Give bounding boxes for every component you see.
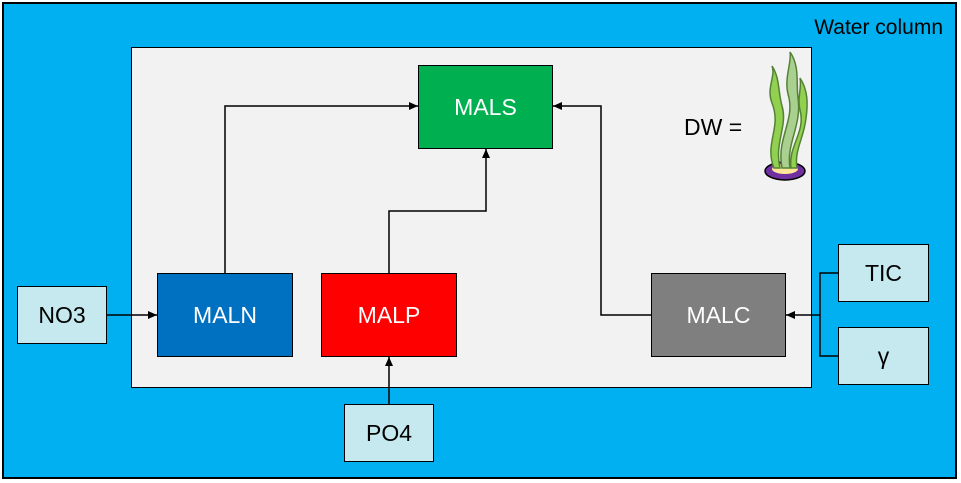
edge-malc-mals xyxy=(553,102,651,316)
node-maln: MALN xyxy=(157,273,293,357)
node-maln-label: MALN xyxy=(193,301,257,328)
node-malc-label: MALC xyxy=(686,301,751,328)
node-gamma-label: γ xyxy=(877,342,890,369)
node-malc: MALC xyxy=(651,273,786,357)
node-no3: NO3 xyxy=(17,286,107,344)
node-tic: TIC xyxy=(838,244,929,302)
node-malp-label: MALP xyxy=(357,301,421,328)
seagrass-icon xyxy=(764,51,808,181)
dw-label: DW = xyxy=(684,114,743,140)
node-gamma: γ xyxy=(838,327,929,385)
edge-tic-bracket xyxy=(819,272,838,357)
node-malp: MALP xyxy=(321,273,457,357)
water-column-label: Water column xyxy=(814,16,943,39)
node-po4-label: PO4 xyxy=(365,419,413,446)
node-no3-label: NO3 xyxy=(38,301,86,328)
node-mals-label: MALS xyxy=(454,93,517,120)
edge-malp-mals xyxy=(388,149,490,273)
node-po4: PO4 xyxy=(344,404,434,462)
node-tic-label: TIC xyxy=(864,259,903,286)
node-mals: MALS xyxy=(418,65,553,149)
edge-maln-mals xyxy=(224,102,418,273)
